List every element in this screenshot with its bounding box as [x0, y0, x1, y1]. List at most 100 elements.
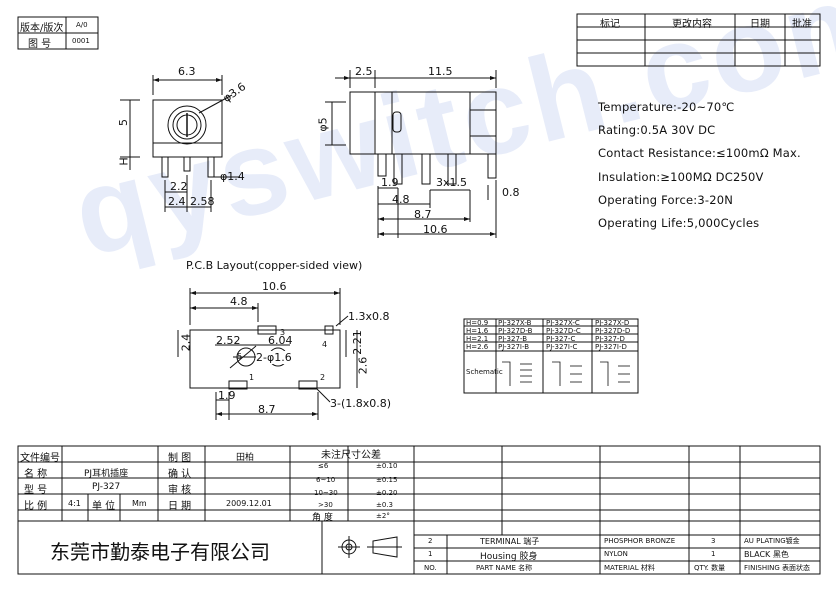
tb-file-no: 文件编号: [20, 453, 60, 464]
tb-unit-value: Mm: [132, 499, 147, 508]
side-dim-phi5: φ5: [316, 117, 330, 132]
model-h-0: H=0.9: [466, 319, 489, 327]
model-1-b: PJ-327D-B: [498, 327, 533, 335]
front-dim-width: 6.3: [178, 65, 196, 78]
pcb-title: P.C.B Layout(copper-sided view): [186, 259, 363, 272]
front-dim-height: 5: [117, 119, 130, 126]
pcb-pin-3: 3: [280, 328, 286, 337]
pcb-dim-phi1-6: 2-φ1.6: [256, 351, 292, 364]
pcb-pin-2: 2: [320, 373, 326, 382]
tb-scale-label: 比 例: [24, 501, 48, 512]
bom-row-1-material: NYLON: [604, 550, 628, 558]
tol-value-1: ±0.15: [376, 476, 398, 484]
side-dim-0-8: 0.8: [502, 186, 520, 199]
pcb-dim-1-3x0-8: 1.3x0.8: [348, 310, 390, 323]
side-dim-10-6: 10.6: [423, 223, 448, 236]
pcb-pin-5: 5: [237, 352, 243, 361]
front-dim-pin: φ1.4: [220, 170, 245, 183]
rev-header-mark: 标记: [600, 19, 620, 30]
model-3-b: PJ-327I-B: [498, 343, 530, 351]
pcb-dim-2-21: 2.21: [350, 330, 364, 355]
tb-model-label: 型 号: [24, 485, 48, 496]
version-value: A/0: [76, 21, 88, 29]
rev-header-date: 日期: [750, 19, 770, 30]
pcb-dim-4-8: 4.8: [230, 295, 248, 308]
model-2-c: PJ-327-C: [546, 335, 576, 343]
model-h-2: H=2.1: [466, 335, 489, 343]
spec-temperature: Temperature:-20~70℃: [598, 100, 735, 114]
tol-range-2: 10~30: [314, 489, 338, 497]
bom-header-no: NO.: [424, 564, 437, 572]
schematic-label: Schematic: [466, 368, 503, 376]
pcb-dim-6-04: 6.04: [268, 334, 293, 347]
bom-row-1-no: 1: [428, 550, 433, 558]
tb-model-value: PJ-327: [92, 482, 121, 492]
side-dim-4-8: 4.8: [392, 193, 410, 206]
model-3-d: PJ-327I-D: [595, 343, 627, 351]
model-0-c: PJ-327X-C: [546, 319, 580, 327]
tb-scale-value: 4:1: [68, 499, 81, 508]
model-h-1: H=1.6: [466, 327, 489, 335]
bom-header-finishing: FINISHING 表面状态: [744, 564, 811, 572]
side-dim-8-7: 8.7: [414, 208, 432, 221]
front-dim-h: H: [117, 157, 131, 166]
pcb-pin-4: 4: [322, 340, 328, 349]
pcb-dim-8-7: 8.7: [258, 403, 276, 416]
model-1-c: PJ-327D-C: [546, 327, 581, 335]
model-2-b: PJ-327-B: [498, 335, 528, 343]
model-h-3: H=2.6: [466, 343, 489, 351]
side-dim-3x1-5: 3x1.5: [436, 176, 468, 189]
tb-review-label: 审 核: [168, 485, 192, 496]
bom-row-2-part: TERMINAL 端子: [480, 537, 540, 546]
tb-draw-label: 制 图: [168, 453, 192, 464]
figure-label: 图 号: [28, 39, 52, 50]
tb-name-label: 名 称: [24, 469, 48, 480]
figure-value: 0001: [72, 37, 90, 45]
pcb-dim-2-4: 2.4: [179, 333, 193, 352]
tol-value-4: ±2°: [376, 512, 390, 520]
tb-unit-label: 单 位: [92, 501, 116, 512]
tol-value-3: ±0.3: [376, 501, 393, 509]
front-dim-2-58: 2.58: [190, 195, 215, 208]
front-dim-2-2: 2.2: [170, 180, 188, 193]
tolerance-title: 未注尺寸公差: [321, 450, 381, 461]
rev-header-content: 更改内容: [672, 19, 712, 30]
model-0-b: PJ-327X-B: [498, 319, 532, 327]
bom-row-2-material: PHOSPHOR BRONZE: [604, 537, 676, 545]
pcb-dim-holes: 3-(1.8x0.8): [330, 397, 392, 410]
tb-draw-value: 田柏: [236, 453, 255, 463]
side-dim-11-5: 11.5: [428, 65, 453, 78]
tb-date-value: 2009.12.01: [226, 499, 272, 508]
front-dim-2-4: 2.4: [168, 195, 186, 208]
bom-row-2-no: 2: [428, 537, 433, 545]
pcb-pin-1: 1: [249, 373, 255, 382]
rev-header-approve: 批准: [792, 19, 812, 30]
spec-insulation: Insulation:≥100MΩ DC250V: [598, 170, 764, 184]
tol-range-0: ≤6: [318, 462, 329, 470]
bom-header-material: MATERIAL 材料: [604, 564, 655, 572]
pcb-dim-2-6: 2.6: [356, 356, 370, 375]
tb-name-value: PJ耳机插座: [84, 469, 129, 479]
tol-range-3: >30: [318, 501, 333, 509]
side-dim-1-9: 1.9: [381, 176, 399, 189]
tb-date-label: 日 期: [168, 501, 192, 512]
version-label: 版本/版次: [20, 23, 64, 34]
side-dim-2-5: 2.5: [355, 65, 373, 78]
bom-header-part: PART NAME 名称: [476, 564, 533, 572]
tol-value-2: ±0.20: [376, 489, 398, 497]
spec-operating-life: Operating Life:5,000Cycles: [598, 216, 760, 230]
company-name: 东莞市勤泰电子有限公司: [50, 540, 270, 564]
model-2-d: PJ-327-D: [595, 335, 625, 343]
bom-row-1-part: Housing 胶身: [480, 552, 538, 562]
bom-row-1-finishing: BLACK 黑色: [744, 550, 789, 559]
spec-operating-force: Operating Force:3-20N: [598, 193, 734, 207]
bom-row-1-qty: 1: [711, 550, 716, 558]
pcb-dim-1-9: 1.9: [218, 389, 236, 402]
tol-value-0: ±0.10: [376, 462, 398, 470]
spec-rating: Rating:0.5A 30V DC: [598, 123, 716, 137]
model-3-c: PJ-327I-C: [546, 343, 578, 351]
bom-row-2-qty: 3: [711, 537, 716, 545]
tol-range-4: 角 度: [312, 513, 333, 523]
pcb-dim-10-6: 10.6: [262, 280, 287, 293]
